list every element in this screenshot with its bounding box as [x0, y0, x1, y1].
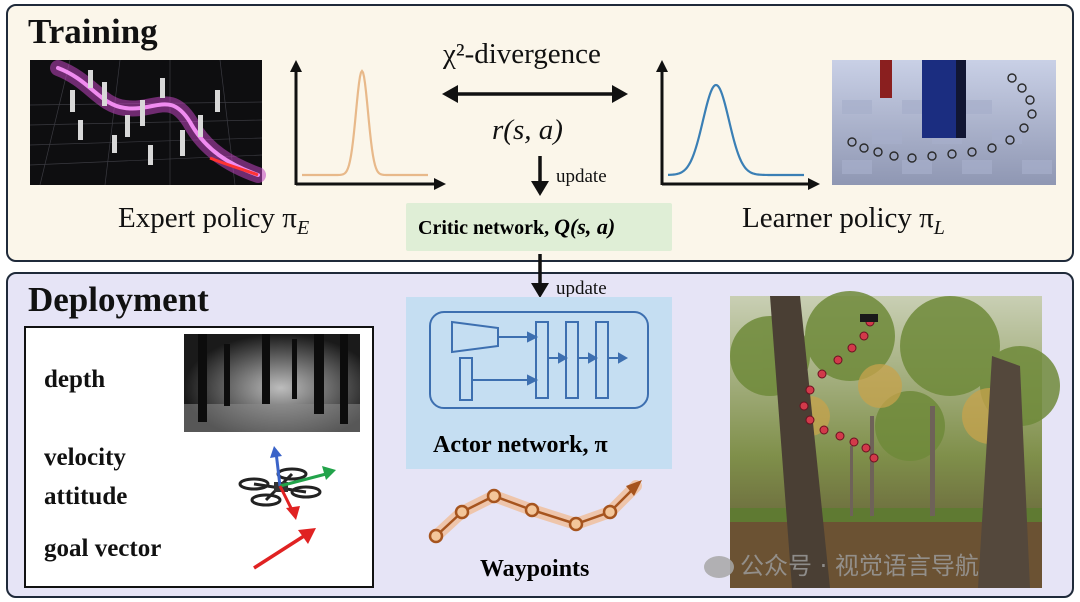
- critic-update-label: update: [556, 166, 607, 187]
- depth-image: [184, 334, 360, 432]
- update-arrow-to-critic: [531, 156, 549, 196]
- watermark-text: 公众号 · 视觉语言导航: [704, 546, 979, 581]
- training-title: Training: [28, 12, 158, 51]
- critic-network-label: Critic network, Q(s, a): [418, 214, 616, 239]
- update-arrow-to-actor: [531, 254, 549, 298]
- waypoints-label: Waypoints: [480, 556, 590, 582]
- actor-network-label: Actor network, π: [433, 432, 608, 458]
- expert-curve: [302, 69, 428, 177]
- obs-goal-vector-label: goal vector: [44, 535, 162, 562]
- expert-policy-subscript: E: [296, 216, 310, 239]
- actor-network-box: [406, 297, 672, 469]
- deployment-title: Deployment: [28, 280, 209, 319]
- actor-network-diagram: [429, 311, 649, 409]
- learner-distribution-plot: [656, 60, 820, 190]
- drone-icon: [238, 446, 336, 520]
- actor-update-label: update: [556, 278, 607, 299]
- critic-network-box: [406, 203, 672, 251]
- learner-simulation-image: [832, 60, 1056, 185]
- obs-attitude-label: attitude: [44, 483, 128, 510]
- divergence-double-arrow: [442, 85, 628, 103]
- divergence-label: χ²-divergence: [443, 38, 601, 70]
- obs-depth-label: depth: [44, 366, 106, 393]
- reward-label: r(s, a): [492, 114, 563, 146]
- learner-policy-label: Learner policy πL: [742, 202, 945, 239]
- forest-flight-photo: [730, 291, 1060, 588]
- expert-policy-label: Expert policy πE: [118, 202, 310, 239]
- goal-vector-arrow-icon: [253, 528, 316, 570]
- obs-velocity-label: velocity: [44, 444, 126, 471]
- waypoints-path: [428, 480, 642, 544]
- wechat-icon: [704, 556, 734, 578]
- learner-curve: [667, 83, 804, 177]
- critic-network-math: Q(s, a): [554, 214, 616, 239]
- expert-distribution-plot: [290, 60, 446, 190]
- learner-policy-subscript: L: [933, 216, 945, 239]
- expert-trajectory-image: [29, 59, 266, 186]
